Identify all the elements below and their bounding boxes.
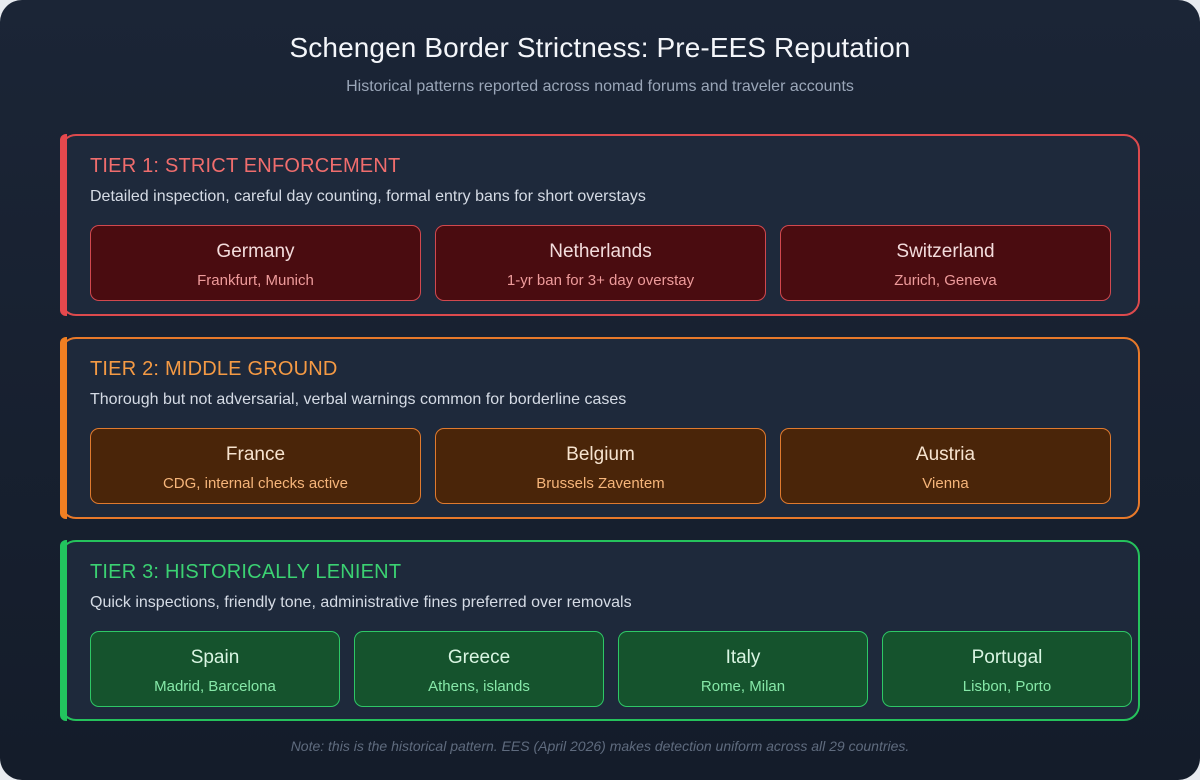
diagram-subtitle: Historical patterns reported across noma… bbox=[346, 78, 854, 95]
country-card-portugal: Portugal Lisbon, Porto bbox=[882, 631, 1132, 707]
country-card-austria: Austria Vienna bbox=[780, 428, 1111, 504]
country-card-netherlands: Netherlands 1-yr ban for 3+ day overstay bbox=[435, 225, 766, 301]
country-card-france: France CDG, internal checks active bbox=[90, 428, 421, 504]
country-detail: Frankfurt, Munich bbox=[197, 272, 314, 289]
tier-heading: TIER 2: MIDDLE GROUND bbox=[90, 358, 338, 380]
country-detail: Vienna bbox=[922, 475, 969, 492]
country-detail: Brussels Zaventem bbox=[536, 475, 665, 492]
country-detail: Athens, islands bbox=[428, 678, 530, 695]
country-name: Switzerland bbox=[896, 241, 995, 262]
country-name: Italy bbox=[725, 647, 761, 668]
tier-heading: TIER 1: STRICT ENFORCEMENT bbox=[90, 155, 401, 177]
country-card-italy: Italy Rome, Milan bbox=[618, 631, 868, 707]
country-name: Belgium bbox=[566, 444, 635, 465]
country-detail: Madrid, Barcelona bbox=[154, 678, 276, 695]
country-name: France bbox=[225, 444, 286, 465]
tier-description: Thorough but not adversarial, verbal war… bbox=[90, 391, 627, 408]
country-card-greece: Greece Athens, islands bbox=[354, 631, 604, 707]
country-name: Austria bbox=[915, 444, 976, 465]
tier-strict-panel: TIER 1: STRICT ENFORCEMENT Detailed insp… bbox=[60, 134, 1140, 316]
tier-description: Detailed inspection, careful day countin… bbox=[90, 188, 646, 205]
country-detail: Lisbon, Porto bbox=[962, 678, 1052, 695]
country-name: Netherlands bbox=[549, 241, 652, 262]
country-name: Spain bbox=[190, 647, 240, 668]
tier-lenient-panel: TIER 3: HISTORICALLY LENIENT Quick inspe… bbox=[60, 540, 1140, 721]
country-detail: Rome, Milan bbox=[700, 678, 786, 695]
diagram-title: Schengen Border Strictness: Pre-EES Repu… bbox=[289, 32, 911, 63]
country-name: Greece bbox=[447, 647, 511, 668]
country-card-germany: Germany Frankfurt, Munich bbox=[90, 225, 421, 301]
country-name: Portugal bbox=[971, 647, 1043, 668]
tier-description: Quick inspections, friendly tone, admini… bbox=[90, 594, 632, 611]
country-name: Germany bbox=[216, 241, 295, 262]
tier-heading: TIER 3: HISTORICALLY LENIENT bbox=[90, 561, 402, 583]
country-card-belgium: Belgium Brussels Zaventem bbox=[435, 428, 766, 504]
country-card-switzerland: Switzerland Zurich, Geneva bbox=[780, 225, 1111, 301]
tier-middle-panel: TIER 2: MIDDLE GROUND Thorough but not a… bbox=[60, 337, 1140, 519]
footnote: Note: this is the historical pattern. EE… bbox=[290, 738, 910, 754]
country-card-spain: Spain Madrid, Barcelona bbox=[90, 631, 340, 707]
country-detail: CDG, internal checks active bbox=[162, 475, 349, 492]
country-detail: Zurich, Geneva bbox=[894, 272, 997, 289]
country-detail: 1-yr ban for 3+ day overstay bbox=[506, 272, 695, 289]
